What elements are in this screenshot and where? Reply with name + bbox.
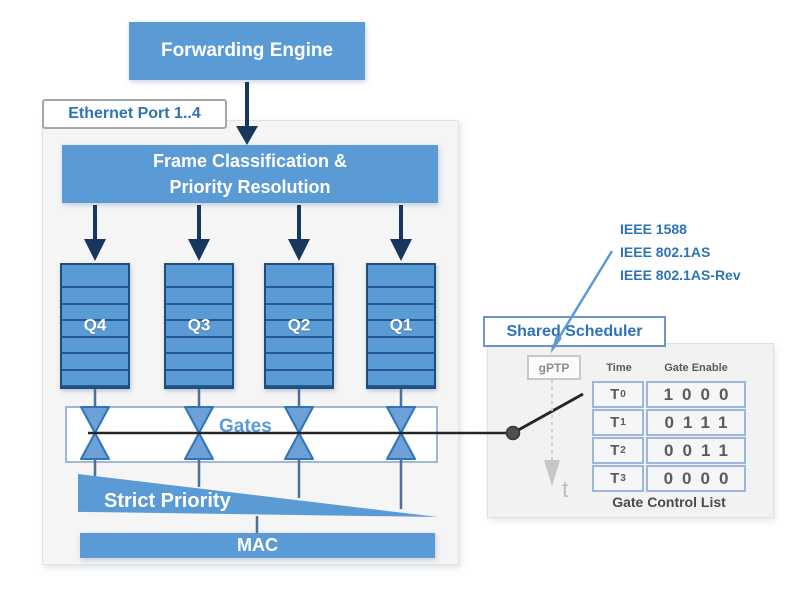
mac-label: MAC	[237, 535, 278, 555]
queue-slot	[62, 354, 128, 371]
forwarding-engine-box: Forwarding Engine	[129, 22, 365, 80]
gcl-header-time: Time	[606, 362, 632, 374]
gcl-gate-enable-cell: 0111	[646, 409, 746, 436]
time-superscript: 2	[620, 445, 626, 456]
queue-label: Q3	[187, 315, 211, 335]
queue-slot	[368, 288, 434, 305]
queue-slot	[166, 305, 232, 322]
time-superscript: 1	[620, 417, 626, 428]
ethernet-port-label: Ethernet Port 1..4	[42, 99, 227, 129]
gates-label: Gates	[219, 416, 272, 437]
time-axis-label: t	[562, 476, 569, 502]
ieee-standard-item: IEEE 802.1AS-Rev	[620, 267, 741, 283]
gcl-column-headers: Time Gate Enable	[592, 362, 746, 374]
queue-slot	[166, 288, 232, 305]
gcl-gate-enable-cell: 1000	[646, 381, 746, 408]
time-value: T	[610, 386, 620, 403]
queue-q3: Q3	[164, 263, 234, 389]
queue-slot	[166, 354, 232, 371]
frame-classification-box: Frame Classification & Priority Resoluti…	[62, 145, 438, 203]
queue-slot	[266, 305, 332, 322]
shared-scheduler-label: Shared Scheduler	[483, 316, 666, 347]
ieee-standards-list: IEEE 1588 IEEE 802.1AS IEEE 802.1AS-Rev	[620, 218, 741, 287]
time-superscript: 0	[620, 389, 626, 400]
ieee-standard-item: IEEE 1588	[620, 221, 687, 237]
queue-label: Q1	[389, 315, 413, 335]
queue-slot	[266, 265, 332, 289]
frame-classification-line1: Frame Classification &	[152, 151, 348, 171]
queue-slot	[266, 338, 332, 355]
queue-slot	[62, 288, 128, 305]
queue-q2: Q2	[264, 263, 334, 389]
queue-slot	[368, 354, 434, 371]
time-value: T	[610, 414, 620, 431]
ieee-standard-item: IEEE 802.1AS	[620, 244, 711, 260]
forwarding-engine-label: Forwarding Engine	[160, 40, 334, 61]
mac-box: MAC	[80, 533, 435, 558]
queue-slot	[368, 321, 434, 338]
queue-slot	[62, 321, 128, 338]
gates-box	[65, 406, 438, 463]
gptp-label: gPTP	[538, 360, 570, 375]
queue-slot	[166, 265, 232, 289]
gcl-gate-enable-cell: 0011	[646, 437, 746, 464]
queue-slot	[166, 371, 232, 388]
gcl-gate-enable-cell: 0000	[646, 465, 746, 492]
queue-slot	[266, 371, 332, 388]
strict-priority-label: Strict Priority	[104, 490, 231, 512]
time-value: T	[610, 470, 620, 487]
queue-q1: Q1	[366, 263, 436, 389]
queue-slot	[368, 371, 434, 388]
time-superscript: 3	[620, 473, 626, 484]
gptp-box: gPTP	[527, 355, 581, 380]
queue-slot	[62, 265, 128, 289]
queue-slot	[166, 321, 232, 338]
queue-slot	[368, 338, 434, 355]
frame-classification-line2: Priority Resolution	[169, 177, 331, 197]
queue-slot	[62, 371, 128, 388]
gate-control-list-caption: Gate Control List	[612, 494, 726, 510]
queue-label: Q2	[287, 315, 311, 335]
queue-slot	[266, 288, 332, 305]
queue-slot	[266, 321, 332, 338]
gcl-header-gate-enable: Gate Enable	[664, 362, 728, 374]
queue-slot	[166, 338, 232, 355]
queue-slot	[368, 305, 434, 322]
queue-q4: Q4	[60, 263, 130, 389]
queue-slot	[62, 338, 128, 355]
queue-slot	[368, 265, 434, 289]
queue-label: Q4	[83, 315, 107, 335]
queue-slot	[62, 305, 128, 322]
queue-slot	[266, 354, 332, 371]
time-value: T	[610, 442, 620, 459]
